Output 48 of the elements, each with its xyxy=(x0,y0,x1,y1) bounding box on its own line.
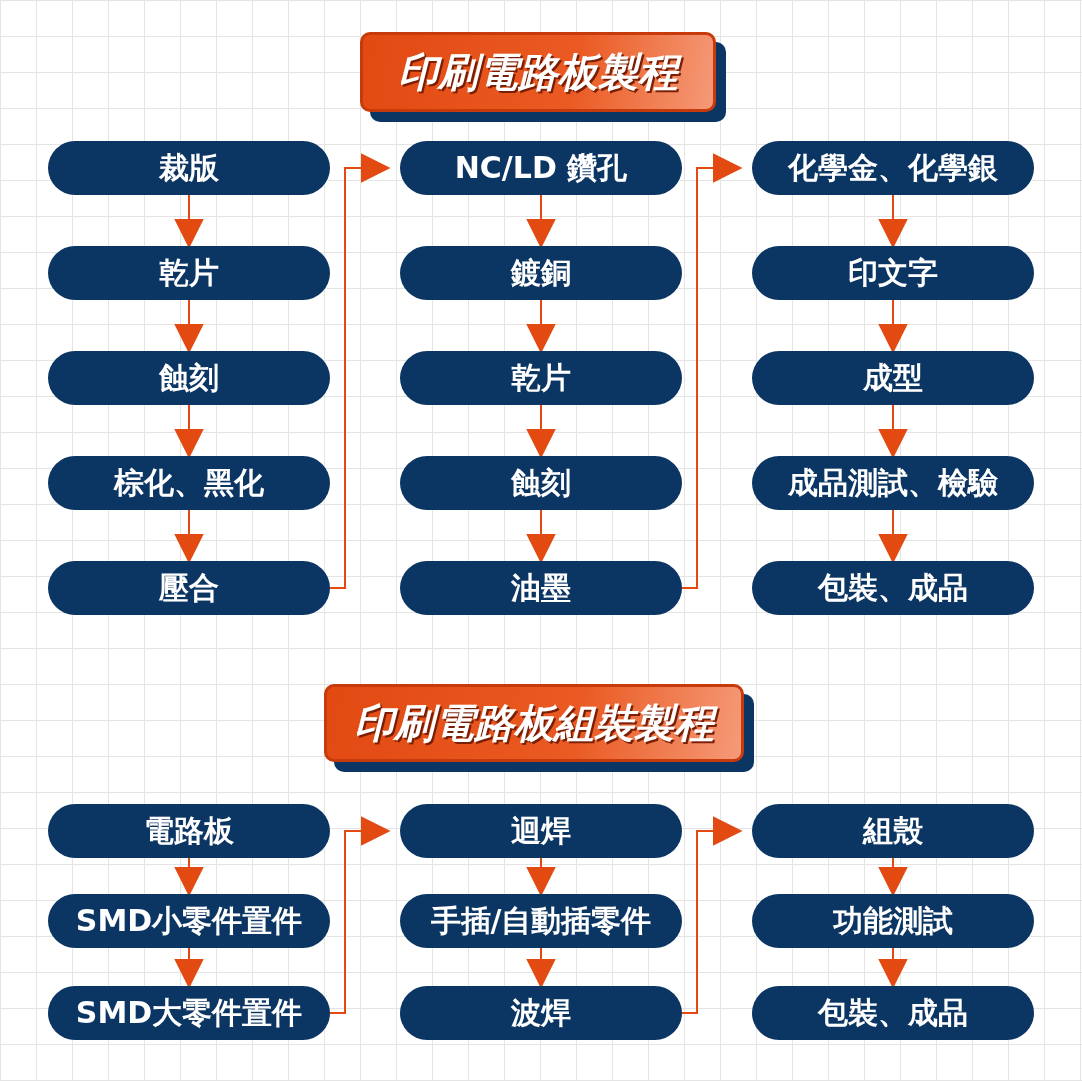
arrow xyxy=(526,299,556,354)
arrow xyxy=(526,947,556,989)
process-box: 裁版 xyxy=(48,141,330,195)
arrow xyxy=(878,194,908,249)
title-banner: 印刷電路板製程 xyxy=(360,32,716,112)
process-box: 手插/自動插零件 xyxy=(400,894,682,948)
arrow xyxy=(174,404,204,459)
arrow xyxy=(526,509,556,564)
process-box: 油墨 xyxy=(400,561,682,615)
arrow xyxy=(681,816,743,1014)
process-box: 包裝、成品 xyxy=(752,986,1034,1040)
process-box: 棕化、黑化 xyxy=(48,456,330,510)
process-box: 波焊 xyxy=(400,986,682,1040)
arrow xyxy=(174,509,204,564)
process-box: 鍍銅 xyxy=(400,246,682,300)
arrow xyxy=(174,947,204,989)
process-box: 蝕刻 xyxy=(400,456,682,510)
process-box: 成品測試、檢驗 xyxy=(752,456,1034,510)
arrow xyxy=(329,153,391,589)
process-box: 組殼 xyxy=(752,804,1034,858)
arrow xyxy=(878,857,908,897)
process-box: 乾片 xyxy=(400,351,682,405)
process-box: 乾片 xyxy=(48,246,330,300)
arrow xyxy=(174,299,204,354)
arrow xyxy=(526,404,556,459)
process-box: 化學金、化學銀 xyxy=(752,141,1034,195)
process-box: 功能測試 xyxy=(752,894,1034,948)
process-box: 壓合 xyxy=(48,561,330,615)
arrow xyxy=(878,299,908,354)
process-box: SMD小零件置件 xyxy=(48,894,330,948)
arrow xyxy=(526,194,556,249)
arrow xyxy=(878,404,908,459)
arrow xyxy=(174,194,204,249)
process-box: 蝕刻 xyxy=(48,351,330,405)
process-box: NC/LD 鑽孔 xyxy=(400,141,682,195)
arrow xyxy=(681,153,743,589)
process-box: 迴焊 xyxy=(400,804,682,858)
process-box: SMD大零件置件 xyxy=(48,986,330,1040)
arrow xyxy=(329,816,391,1014)
process-box: 成型 xyxy=(752,351,1034,405)
arrow xyxy=(878,509,908,564)
arrow xyxy=(526,857,556,897)
process-box: 電路板 xyxy=(48,804,330,858)
arrow xyxy=(174,857,204,897)
process-box: 印文字 xyxy=(752,246,1034,300)
arrow xyxy=(878,947,908,989)
process-box: 包裝、成品 xyxy=(752,561,1034,615)
title-banner: 印刷電路板組裝製程 xyxy=(324,684,744,762)
